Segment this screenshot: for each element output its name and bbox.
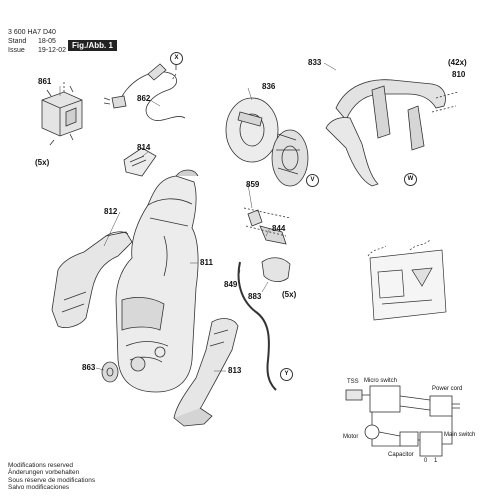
- part-label-813: 813: [228, 366, 242, 375]
- part-label-810: 810: [452, 70, 466, 79]
- part-811-drawing: [115, 169, 199, 393]
- part-label-861: 861: [38, 77, 52, 86]
- wiring-label-power-cord: Power cord: [432, 386, 463, 392]
- part-label-814: 814: [137, 143, 151, 152]
- part-863-drawing: [101, 361, 119, 383]
- quantity-883: (5x): [282, 290, 297, 299]
- part-812-drawing: [51, 231, 133, 328]
- quantity-861: (5x): [35, 158, 50, 167]
- doc-number: 3 600 HA7 D40: [8, 29, 56, 36]
- label-sheet-drawing: [367, 239, 447, 321]
- figure-label: Fig./Abb. 1: [68, 40, 117, 51]
- wiring-label-switch-off: 0: [424, 458, 428, 464]
- part-813-drawing: [173, 318, 239, 427]
- part-label-863: 863: [82, 363, 96, 372]
- ref-circle-x: X: [170, 52, 183, 65]
- part-label-883: 883: [248, 292, 262, 301]
- footer-line-1: Modifications reserved: [8, 462, 74, 469]
- part-833-drawing: [325, 79, 459, 187]
- part-label-836: 836: [262, 82, 276, 91]
- wiring-diagram: [345, 385, 460, 457]
- footer-line-4: Salvo modificaciones: [8, 484, 70, 492]
- part-label-859: 859: [246, 180, 260, 189]
- part-label-849: 849: [224, 280, 238, 289]
- part-859-844-883-drawing: [243, 207, 291, 282]
- part-862-drawing: [103, 62, 186, 121]
- wiring-label-tss: TSS: [347, 379, 359, 385]
- issue-label: Issue: [8, 47, 25, 54]
- footer-line-3: Sous réserve de modifications: [8, 476, 96, 484]
- wiring-label-micro-switch: Micro switch: [364, 378, 398, 384]
- wiring-label-main-switch: Main switch: [444, 432, 476, 438]
- stand-label: Stand: [8, 38, 27, 45]
- part-814-drawing: [123, 147, 157, 177]
- part-label-811: 811: [200, 258, 213, 267]
- issue-value: 19-12-02: [38, 47, 67, 54]
- footer-line-2: Änderungen vorbehalten: [8, 469, 80, 477]
- ref-circle-w: W: [404, 173, 417, 186]
- part-label-833: 833: [308, 58, 322, 67]
- issue-row: Issue 19-12-02: [8, 47, 66, 55]
- part-849-drawing: [237, 261, 277, 391]
- stand-row: Stand 18-05: [8, 38, 56, 46]
- stand-value: 18-05: [38, 38, 56, 45]
- ref-circle-y: Y: [280, 368, 293, 381]
- ref-circle-v: V: [306, 174, 319, 187]
- part-label-812: 812: [104, 207, 118, 216]
- leader-lines: [59, 62, 337, 372]
- part-861-drawing: [41, 82, 83, 146]
- wiring-label-switch-on: 1: [434, 458, 438, 464]
- footer-notice: Modifications reserved Änderungen vorbeh…: [8, 462, 95, 492]
- wiring-label-capacitor: Capacitor: [388, 452, 414, 458]
- part-label-844: 844: [272, 224, 286, 233]
- part-label-862: 862: [137, 94, 151, 103]
- part-836-drawing: [225, 97, 309, 187]
- wiring-label-motor: Motor: [343, 434, 359, 440]
- quantity-810: (42x): [448, 58, 467, 67]
